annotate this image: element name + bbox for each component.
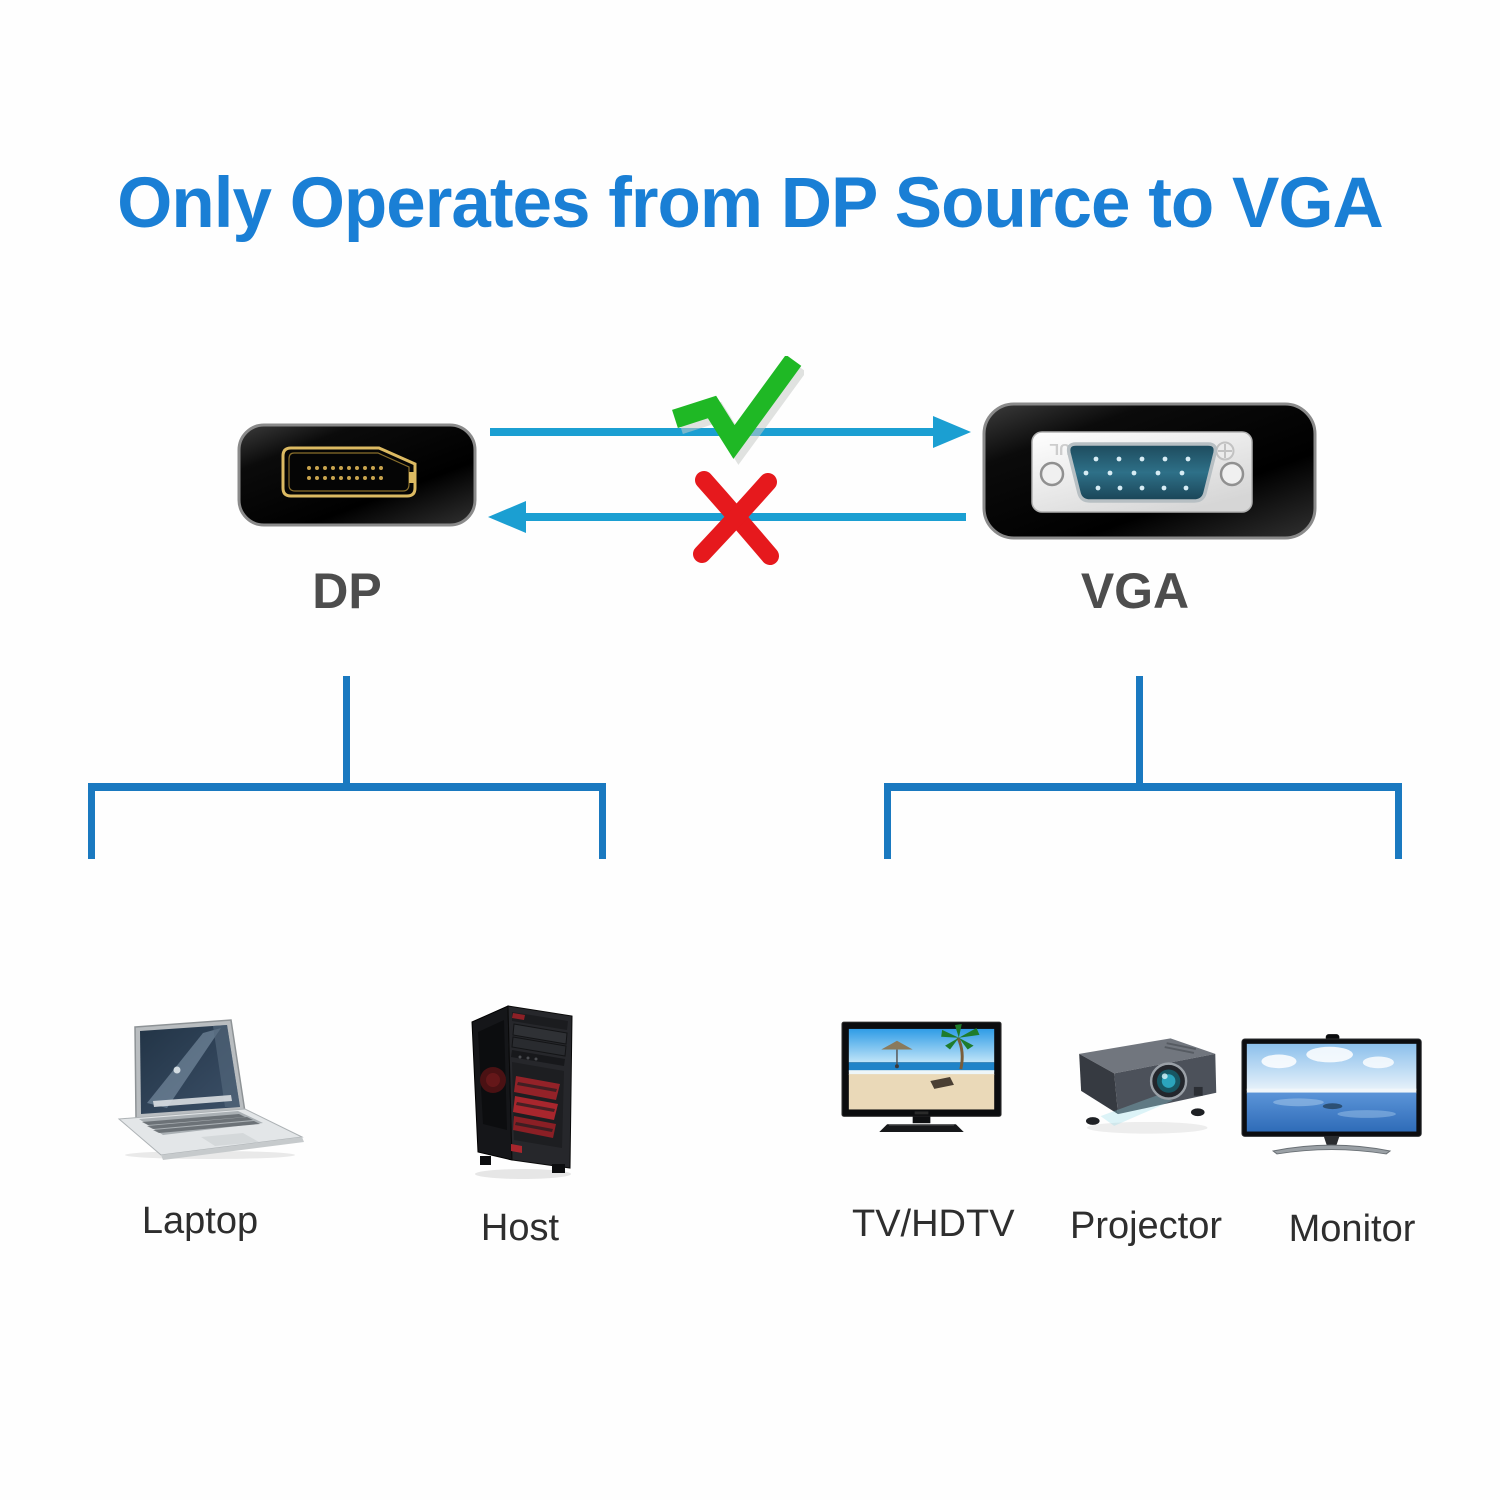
page-title: Only Operates from DP Source to VGA (117, 164, 1384, 243)
palm-leaves (941, 1024, 980, 1050)
projector-illustration (1079, 1038, 1217, 1134)
laptop-label: Laptop (141, 1200, 259, 1242)
vga-label: VGA (1080, 563, 1190, 619)
dp-bracket-bar (88, 783, 606, 791)
vga-bracket-leg-left (884, 783, 891, 859)
projector-label: Projector (1069, 1205, 1223, 1247)
dp-bracket-leg-right (599, 783, 606, 859)
vga-screw-hole-right (1219, 461, 1245, 487)
tv-label: TV/HDTV (852, 1203, 1015, 1245)
dp-bracket-stem (343, 676, 350, 784)
vga-screw-hole-left (1039, 461, 1065, 487)
vga-bracket-bar (884, 783, 1402, 791)
vga-bracket-leg-right (1395, 783, 1402, 859)
dp-port-outline (281, 446, 417, 498)
host-pc-illustration (471, 1005, 573, 1179)
host-label: Host (480, 1207, 560, 1249)
screw-mark (1215, 441, 1235, 461)
dp-label: DP (312, 563, 382, 619)
ul-mark: UL (1049, 440, 1071, 457)
vga-port-pins (1083, 456, 1191, 491)
arrow-dp-to-vga (490, 416, 971, 448)
dp-connector-illustration (237, 423, 477, 527)
tv-illustration (841, 1021, 1002, 1133)
vga-dsub-port (1066, 442, 1218, 503)
monitor-label: Monitor (1288, 1208, 1416, 1250)
dp-port-pins (307, 466, 383, 480)
vga-connector-illustration: UL (982, 402, 1317, 540)
laptop-illustration (117, 1019, 304, 1160)
cross-icon (693, 471, 779, 565)
monitor-illustration (1241, 1034, 1422, 1155)
dp-bracket-leg-left (88, 783, 95, 859)
vga-bracket-stem (1136, 676, 1143, 784)
check-icon (672, 356, 804, 465)
